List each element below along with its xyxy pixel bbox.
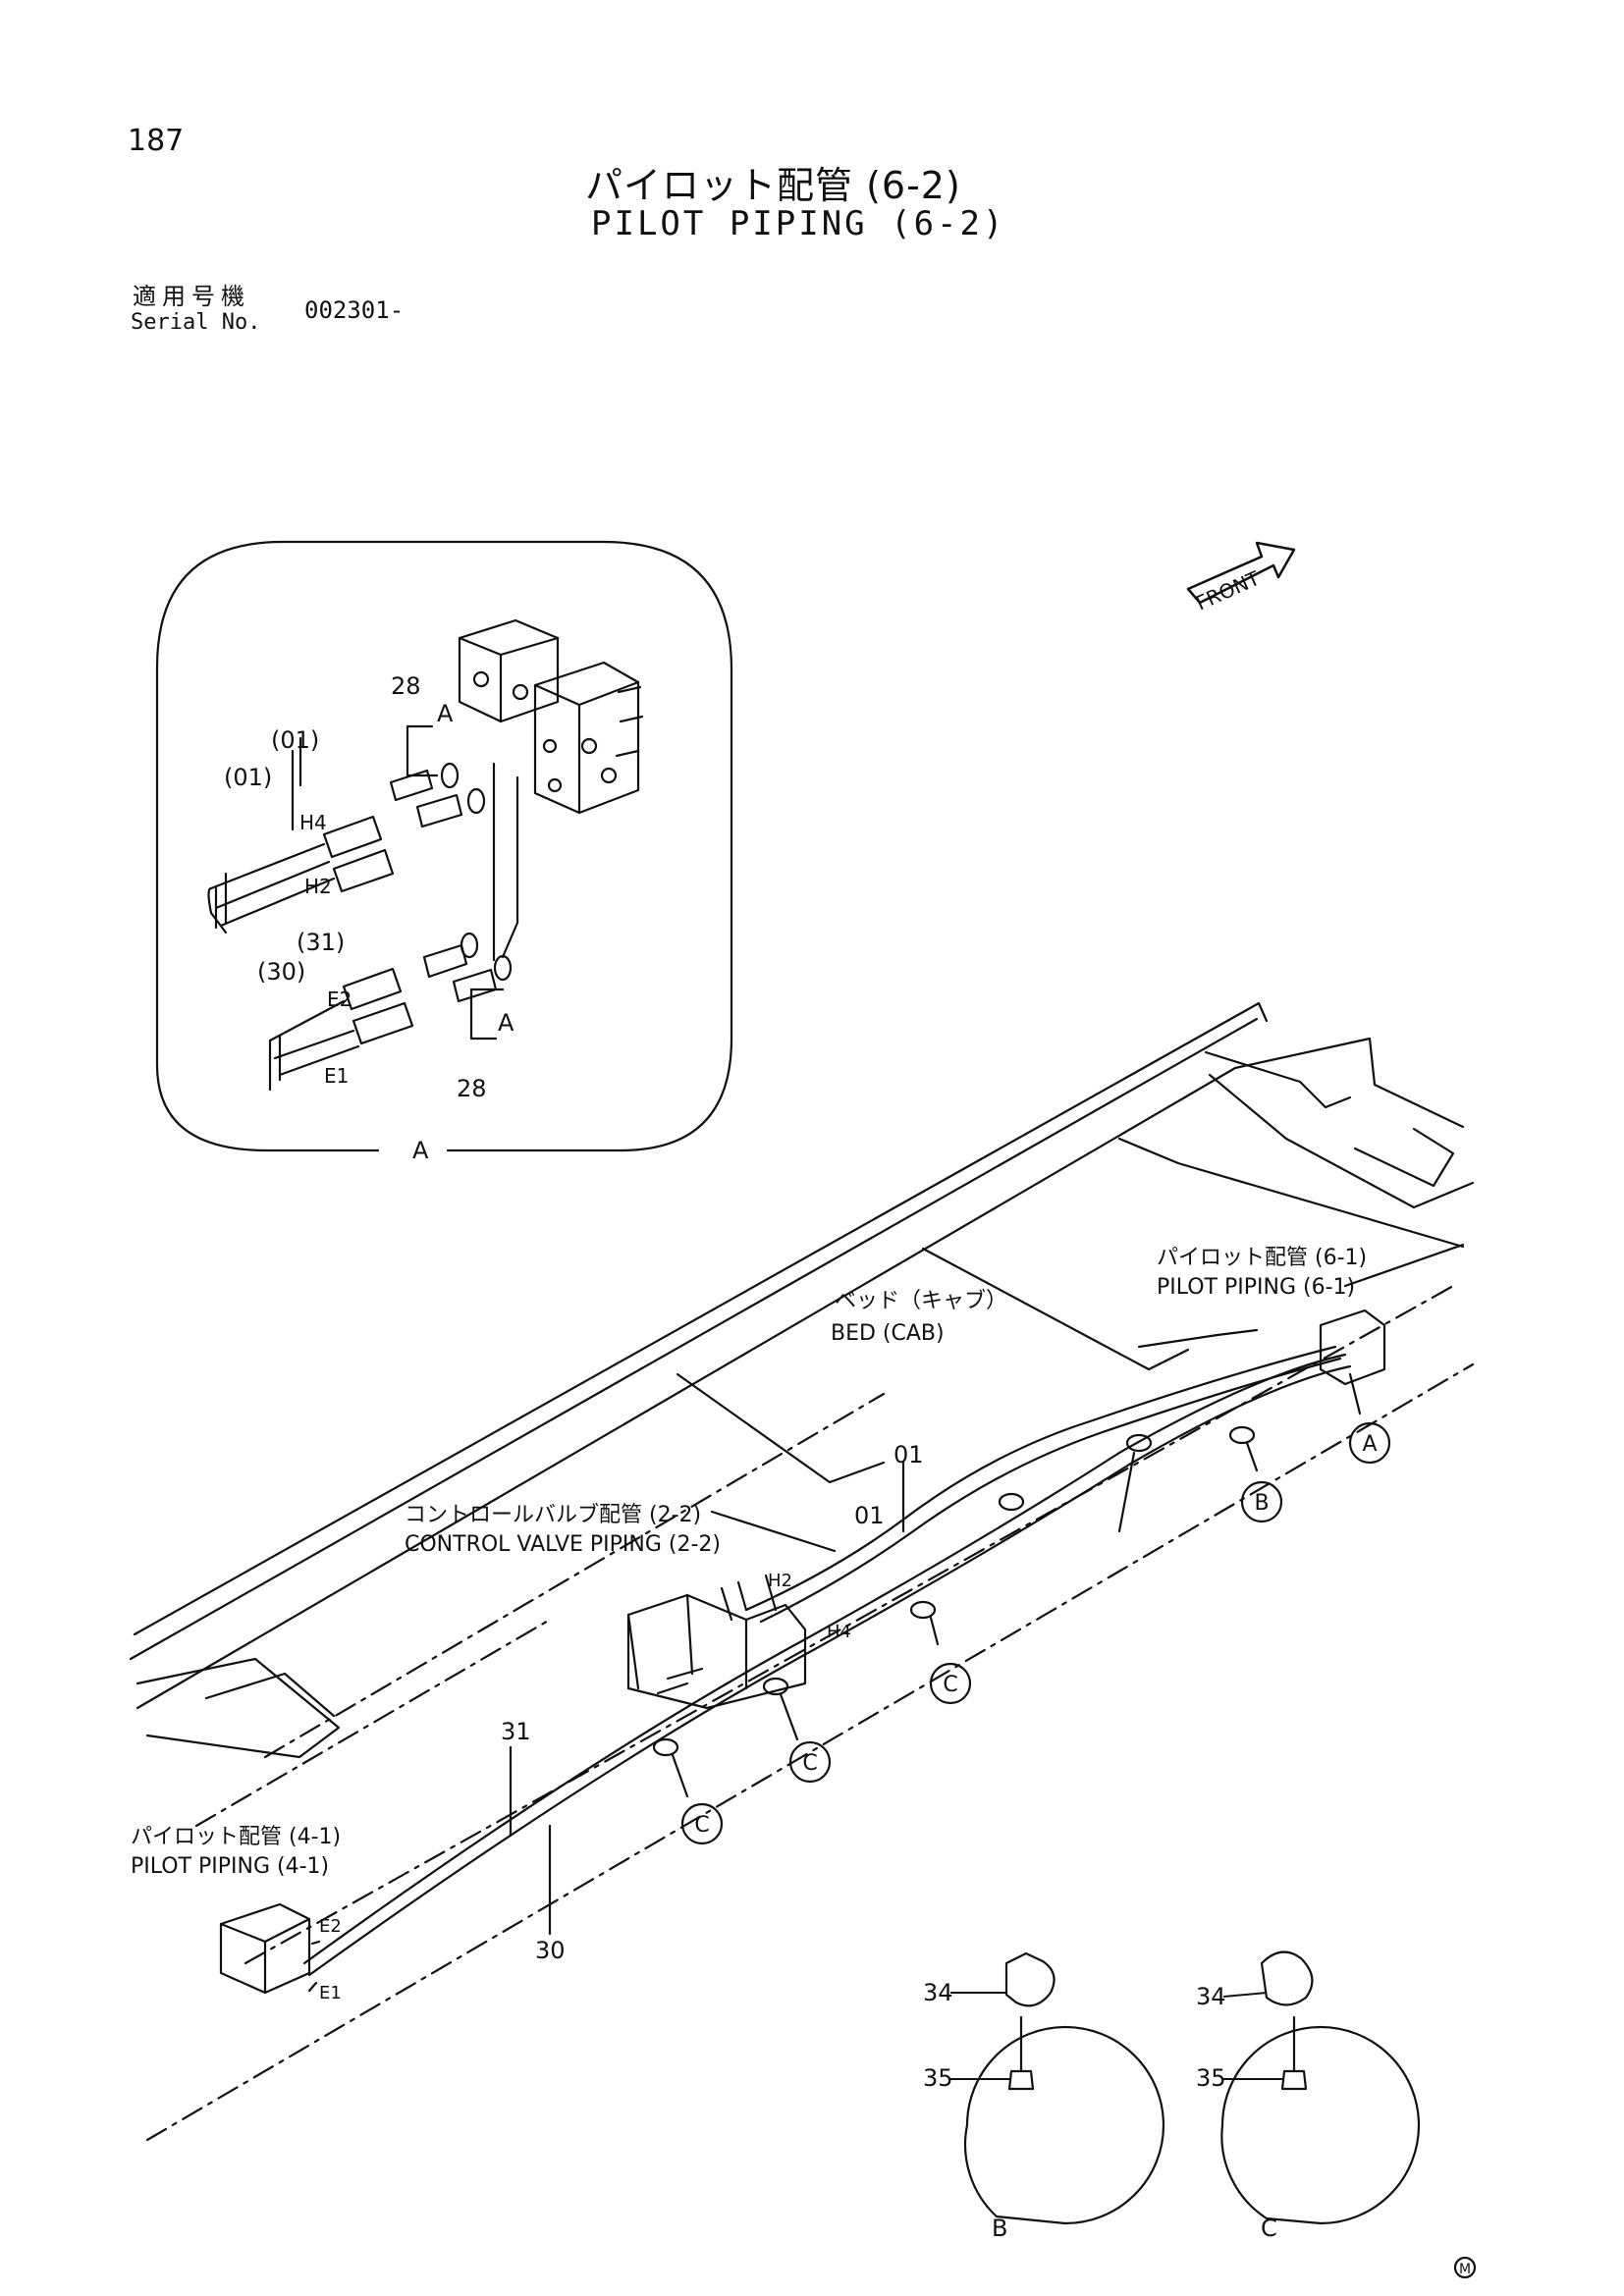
part-label-e2: E2: [319, 1916, 342, 1937]
detail-c-caption: C: [1261, 2215, 1277, 2242]
detail-a-part-label: A: [437, 700, 454, 727]
detail-b-view: [964, 1951, 1165, 2225]
detail-b-part-35: 35: [923, 2064, 953, 2092]
detail-a-part-label: (30): [257, 958, 305, 986]
front-arrow-icon: [1186, 541, 1296, 605]
marker-c-circle-1: [929, 1662, 972, 1705]
serial-number-value: 002301-: [304, 296, 405, 324]
detail-c-part-35: 35: [1196, 2064, 1226, 2092]
main-assembly-view: [129, 1001, 1475, 2142]
control-valve-label-english: CONTROL VALVE PIPING (2-2): [405, 1532, 721, 1557]
part-label-31: 31: [501, 1718, 531, 1745]
part-label-01: 01: [854, 1502, 885, 1529]
part-label-e1: E1: [319, 1983, 342, 2003]
bed-label-japanese: ベッド（キャブ）: [835, 1289, 1007, 1313]
serial-label-english: Serial No.: [131, 310, 261, 335]
marker-a-letter: A: [1362, 1432, 1377, 1457]
detail-a-part-label: (31): [297, 929, 345, 956]
detail-a-caption: A: [412, 1137, 429, 1164]
bed-label-english: BED (CAB): [831, 1321, 945, 1346]
detail-a-part-label: 28: [391, 672, 421, 700]
detail-a-part-label: E1: [324, 1064, 349, 1088]
detail-a-part-label: H4: [299, 811, 327, 834]
marker-c-circle-2: [788, 1740, 832, 1784]
page-title-japanese: パイロット配管 (6-2): [585, 164, 961, 207]
marker-b-letter: B: [1254, 1491, 1269, 1516]
corner-mark-letter: M: [1459, 2262, 1471, 2277]
serial-label-japanese: 適用号機: [133, 283, 250, 310]
detail-c-view: [1220, 1950, 1421, 2225]
marker-c-letter: C: [943, 1673, 957, 1697]
detail-b-caption: B: [992, 2215, 1007, 2242]
detail-a-part-label: (01): [271, 726, 319, 754]
part-label-h4: H4: [827, 1622, 851, 1642]
marker-c-letter: C: [694, 1813, 709, 1838]
detail-a-part-label: E2: [327, 988, 352, 1011]
pilot-61-label-japanese: パイロット配管 (6-1): [1157, 1246, 1367, 1270]
page-number: 187: [128, 124, 185, 158]
front-label: FRONT: [1192, 566, 1264, 615]
marker-c-letter: C: [802, 1751, 817, 1776]
part-label-01: 01: [893, 1441, 924, 1468]
part-label-30: 30: [535, 1937, 566, 1964]
detail-a-view: [155, 540, 733, 1152]
marker-a-circle: [1348, 1421, 1391, 1465]
pilot-41-label-english: PILOT PIPING (4-1): [131, 1854, 329, 1879]
detail-a-part-label: (01): [224, 764, 272, 791]
part-label-h2: H2: [768, 1571, 792, 1591]
marker-c-circle-3: [680, 1802, 724, 1845]
detail-a-part-label: A: [498, 1009, 514, 1037]
detail-c-part-34: 34: [1196, 1983, 1226, 2010]
marker-b-circle: [1240, 1480, 1283, 1523]
detail-a-part-label: H2: [304, 875, 332, 898]
pilot-61-label-english: PILOT PIPING (6-1): [1157, 1275, 1355, 1300]
detail-a-part-label: 28: [457, 1075, 487, 1102]
control-valve-label-japanese: コントロールバルブ配管 (2-2): [405, 1503, 701, 1527]
page-title-english: PILOT PIPING (6-2): [591, 204, 1006, 243]
detail-b-part-34: 34: [923, 1979, 953, 2006]
corner-mark-circle: [1453, 2256, 1477, 2279]
pilot-41-label-japanese: パイロット配管 (4-1): [131, 1825, 341, 1849]
